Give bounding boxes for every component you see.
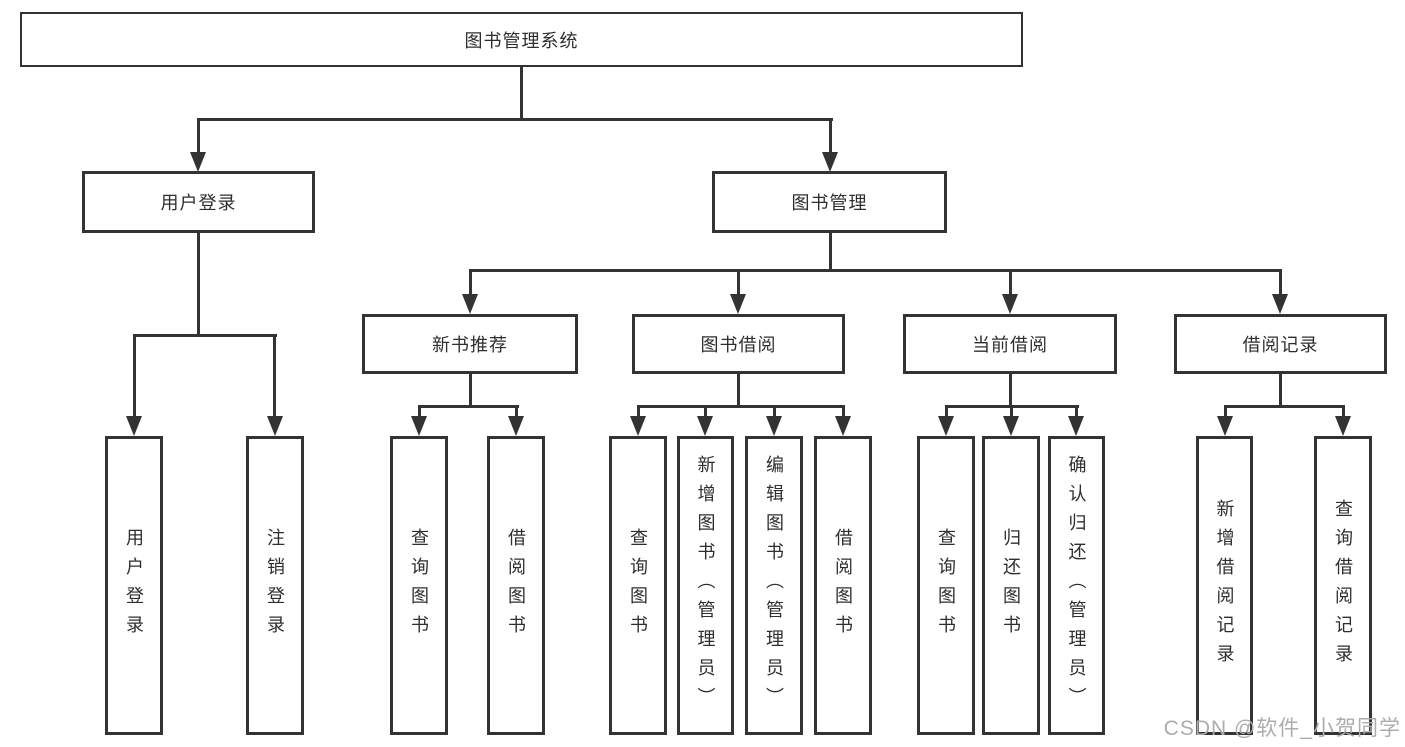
leaf-add-borrow-record: 新增借阅记录: [1196, 436, 1253, 735]
edge-line-vertical: [133, 334, 136, 418]
node-label: 归还图书: [1001, 527, 1021, 644]
leaf-borrow-book: 借阅图书: [814, 436, 872, 735]
edge-line-horizontal: [133, 334, 277, 337]
arrow-down-icon: [190, 152, 206, 172]
edge-line-vertical: [1342, 405, 1345, 418]
node-label: 借阅图书: [833, 527, 853, 644]
node-label: 查询借阅记录: [1333, 498, 1353, 673]
csdn-watermark: CSDN @软件_小贺同学: [1163, 717, 1401, 740]
edge-line-vertical: [469, 269, 472, 297]
node-label: 新书推荐: [432, 335, 508, 355]
arrow-down-icon: [1335, 416, 1351, 436]
node-label: 借阅图书: [506, 527, 526, 644]
edge-line-vertical: [1279, 374, 1282, 407]
node-book-management-branch: 图书管理: [712, 171, 947, 233]
edge-line-vertical: [704, 405, 707, 418]
edge-line-vertical: [945, 405, 948, 418]
node-label: 确认归还（管理员）: [1066, 455, 1087, 716]
node-label: 用户登录: [124, 527, 144, 644]
edge-line-vertical: [418, 405, 421, 418]
leaf-edit-book-admin: 编辑图书（管理员）: [745, 436, 803, 735]
leaf-return-book: 归还图书: [982, 436, 1040, 735]
edge-line-vertical: [469, 374, 472, 407]
edge-line-vertical: [197, 233, 200, 335]
node-root: 图书管理系统: [20, 12, 1023, 67]
node-label: 查询图书: [936, 527, 956, 644]
arrow-down-icon: [126, 416, 142, 436]
leaf-logout: 注销登录: [246, 436, 304, 735]
edge-line-horizontal: [197, 118, 833, 121]
leaf-recommend-borrow-book: 借阅图书: [487, 436, 545, 735]
leaf-query-borrow-record: 查询借阅记录: [1314, 436, 1372, 735]
edge-line-vertical: [637, 405, 640, 418]
leaf-recommend-query-book: 查询图书: [390, 436, 448, 735]
arrow-down-icon: [267, 416, 283, 436]
node-user-login-branch: 用户登录: [82, 171, 315, 233]
edge-line-vertical: [1010, 405, 1013, 418]
edge-line-vertical: [737, 374, 740, 407]
node-label: 当前借阅: [972, 335, 1048, 355]
edge-line-vertical: [1279, 269, 1282, 297]
arrow-down-icon: [462, 294, 478, 314]
edge-line-vertical: [515, 405, 518, 418]
edge-line-vertical: [737, 269, 740, 297]
arrow-down-icon: [411, 416, 427, 436]
node-label: 注销登录: [265, 527, 285, 644]
arrow-down-icon: [1217, 416, 1233, 436]
arrow-down-icon: [1003, 416, 1019, 436]
leaf-user-login: 用户登录: [105, 436, 163, 735]
node-label: 编辑图书（管理员）: [764, 455, 784, 716]
arrow-down-icon: [1272, 294, 1288, 314]
edge-line-vertical: [1009, 374, 1012, 407]
node-label: 新增借阅记录: [1214, 498, 1235, 673]
edge-line-vertical: [773, 405, 776, 418]
node-label: 新增图书（管理员）: [695, 455, 716, 716]
leaf-current-query-book: 查询图书: [917, 436, 975, 735]
edge-line-vertical: [842, 405, 845, 418]
arrow-down-icon: [938, 416, 954, 436]
edge-line-vertical: [829, 233, 832, 271]
arrow-down-icon: [766, 416, 782, 436]
edge-line-horizontal: [637, 405, 845, 408]
node-book-borrow: 图书借阅: [632, 314, 845, 374]
arrow-down-icon: [1002, 294, 1018, 314]
node-label: 查询图书: [409, 527, 429, 644]
node-label: 用户登录: [160, 193, 237, 213]
leaf-confirm-return-admin: 确认归还（管理员）: [1048, 436, 1105, 735]
node-borrow-record: 借阅记录: [1174, 314, 1387, 374]
arrow-down-icon: [508, 416, 524, 436]
edge-line-horizontal: [469, 269, 1282, 272]
edge-line-horizontal: [1224, 405, 1345, 408]
node-root-label: 图书管理系统: [464, 30, 579, 51]
leaf-add-book-admin: 新增图书（管理员）: [677, 436, 734, 735]
edge-line-horizontal: [418, 405, 519, 408]
leaf-borrow-query-book: 查询图书: [609, 436, 667, 735]
arrow-down-icon: [822, 152, 838, 172]
node-label: 借阅记录: [1242, 335, 1319, 355]
edge-line-vertical: [197, 118, 200, 154]
arrow-down-icon: [730, 294, 746, 314]
edge-line-vertical: [1075, 405, 1078, 418]
edge-line-vertical: [520, 67, 523, 120]
node-label: 图书借阅: [700, 335, 777, 355]
arrow-down-icon: [697, 416, 713, 436]
edge-line-vertical: [1224, 405, 1227, 418]
node-new-book-recommend: 新书推荐: [362, 314, 578, 374]
node-label: 图书管理: [791, 193, 868, 213]
node-current-borrow: 当前借阅: [903, 314, 1117, 374]
arrow-down-icon: [835, 416, 851, 436]
arrow-down-icon: [1068, 416, 1084, 436]
edge-line-vertical: [1009, 269, 1012, 297]
edge-line-vertical: [829, 118, 832, 154]
node-label: 查询图书: [628, 527, 648, 644]
arrow-down-icon: [630, 416, 646, 436]
edge-line-vertical: [273, 334, 276, 418]
